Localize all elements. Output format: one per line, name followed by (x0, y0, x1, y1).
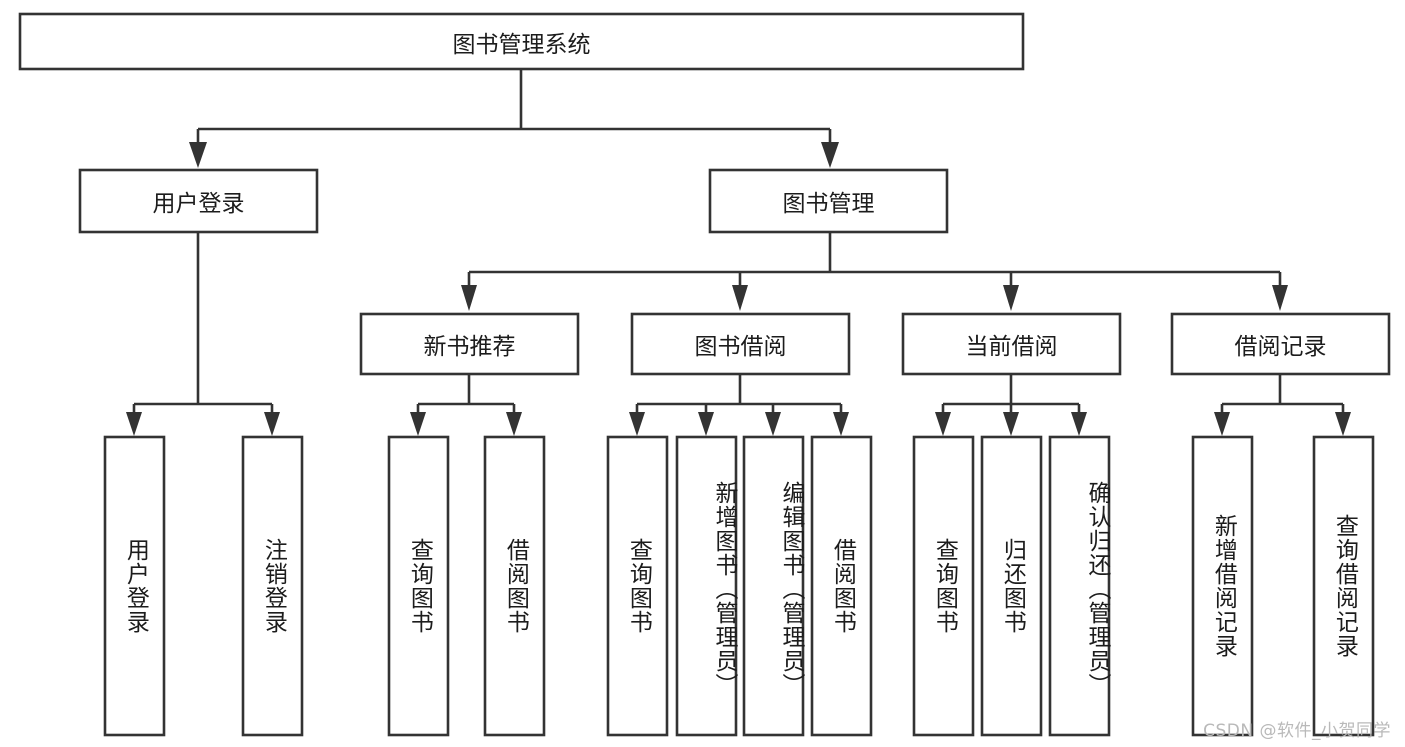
node-box-leaf-user-login[interactable] (103, 435, 166, 737)
arrowhead-leaf-query-book-2 (629, 412, 645, 436)
node-box-leaf-add-record[interactable] (1191, 435, 1254, 737)
connector-group-current-borrow (935, 375, 1087, 436)
arrowhead-leaf-borrow-book-2 (833, 412, 849, 436)
node-box-book-manage[interactable] (708, 168, 949, 234)
arrowhead-leaf-query-record (1335, 412, 1351, 436)
arrowhead-current-borrow (1003, 285, 1019, 311)
connector-group-book-manage (461, 233, 1288, 311)
arrowhead-leaf-add-book (698, 412, 714, 436)
node-box-leaf-query-record[interactable] (1312, 435, 1375, 737)
node-box-book-borrow[interactable] (630, 312, 851, 376)
arrowhead-new-book-rec (461, 285, 477, 311)
node-box-leaf-add-book[interactable] (675, 435, 738, 737)
node-box-leaf-confirm-return[interactable] (1048, 435, 1111, 737)
connector-group-user-login (126, 233, 280, 436)
arrowhead-book-borrow (732, 285, 748, 311)
arrowhead-leaf-edit-book (765, 412, 781, 436)
arrowhead-book-manage (821, 142, 839, 168)
arrowhead-leaf-borrow-book-1 (506, 412, 522, 436)
node-box-leaf-query-book-2[interactable] (606, 435, 669, 737)
arrowhead-leaf-return-book (1003, 412, 1019, 436)
node-box-leaf-query-book-1[interactable] (387, 435, 450, 737)
node-box-leaf-borrow-book-1[interactable] (483, 435, 546, 737)
arrowhead-leaf-user-logout (264, 412, 280, 436)
node-box-leaf-return-book[interactable] (980, 435, 1043, 737)
arrowhead-leaf-query-book-1 (410, 412, 426, 436)
arrowhead-leaf-add-record (1214, 412, 1230, 436)
connector-group-root (189, 69, 839, 168)
arrowhead-borrow-record (1272, 285, 1288, 311)
node-box-user-login[interactable] (78, 168, 319, 234)
arrowhead-leaf-query-book-3 (935, 412, 951, 436)
node-box-new-book-rec[interactable] (359, 312, 580, 376)
node-box-root[interactable] (18, 12, 1025, 71)
arrowhead-user-login (189, 142, 207, 168)
connector-group-borrow-record (1214, 375, 1351, 436)
node-box-leaf-query-book-3[interactable] (912, 435, 975, 737)
connector-group-book-borrow (629, 375, 849, 436)
arrowhead-leaf-user-login (126, 412, 142, 436)
node-box-leaf-borrow-book-2[interactable] (810, 435, 873, 737)
node-box-leaf-edit-book[interactable] (742, 435, 805, 737)
node-box-borrow-record[interactable] (1170, 312, 1391, 376)
node-box-current-borrow[interactable] (901, 312, 1122, 376)
node-box-leaf-user-logout[interactable] (241, 435, 304, 737)
arrowhead-leaf-confirm-return (1071, 412, 1087, 436)
connector-group-new-book-rec (410, 375, 522, 436)
